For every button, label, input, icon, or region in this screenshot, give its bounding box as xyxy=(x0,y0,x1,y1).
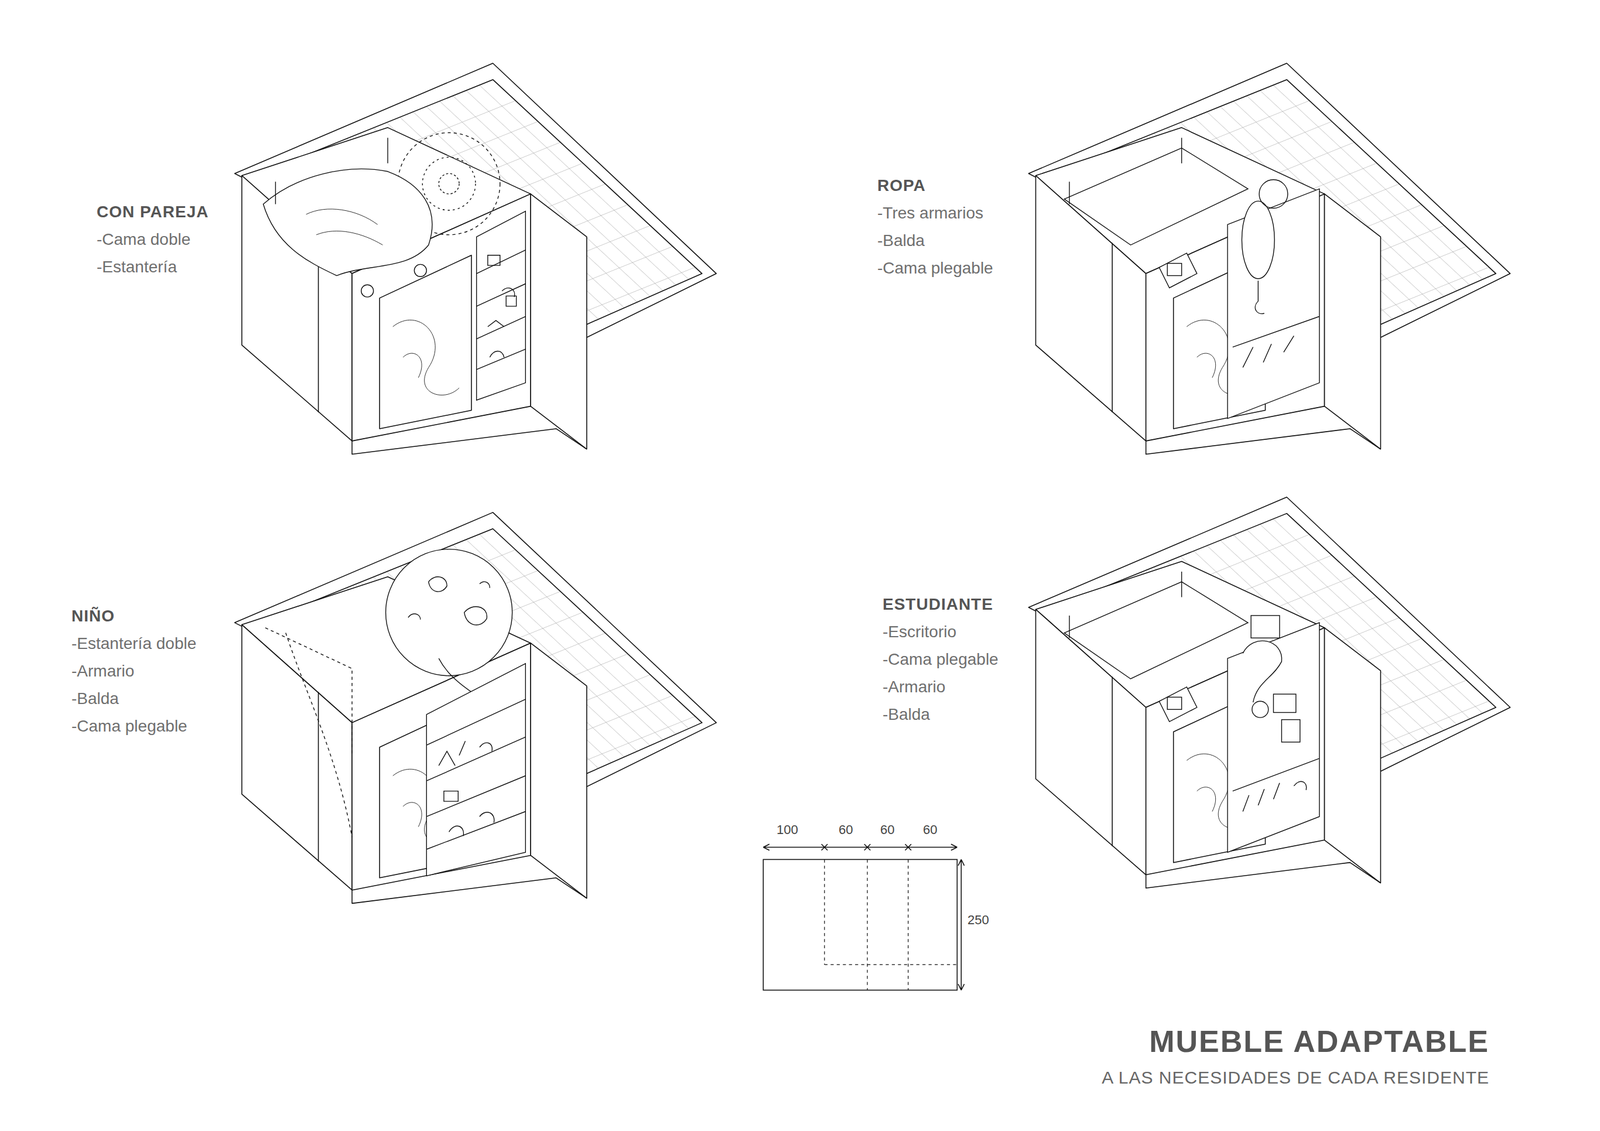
dimension-label: 100 xyxy=(776,822,799,838)
scene-child xyxy=(234,512,717,904)
scenario-item: -Tres armarios xyxy=(877,203,984,224)
dimension-sketch xyxy=(763,843,964,990)
page-title: MUEBLE ADAPTABLE xyxy=(1149,1023,1490,1059)
dimension-label: 250 xyxy=(967,912,990,928)
scenario-title: ROPA xyxy=(877,175,926,196)
scenario-item: -Cama plegable xyxy=(71,716,188,737)
scene-student xyxy=(1028,497,1510,888)
scenario-item: -Armario xyxy=(882,677,946,697)
scenario-item: -Balda xyxy=(71,688,119,709)
scenario-item: -Balda xyxy=(882,704,931,725)
scene-clothes xyxy=(1028,63,1510,454)
dimension-label: 60 xyxy=(922,822,938,838)
scenario-title: ESTUDIANTE xyxy=(882,594,994,615)
scenario-title: NIÑO xyxy=(71,606,115,627)
scenario-item: -Estantería doble xyxy=(71,633,197,654)
scenario-item: -Armario xyxy=(71,661,135,682)
scenario-item: -Estantería xyxy=(96,257,177,278)
scenario-item: -Escritorio xyxy=(882,621,957,642)
scenario-item: -Cama plegable xyxy=(882,649,999,670)
dimension-label: 60 xyxy=(880,822,895,838)
page-caption: A LAS NECESIDADES DE CADA RESIDENTE xyxy=(1101,1067,1490,1089)
scenario-item: -Cama doble xyxy=(96,229,191,250)
scenario-title: CON PAREJA xyxy=(96,202,210,222)
scenario-item: -Cama plegable xyxy=(877,258,994,279)
scenario-item: -Balda xyxy=(877,230,925,251)
scene-couple xyxy=(234,63,717,454)
dimension-label: 60 xyxy=(838,822,853,838)
